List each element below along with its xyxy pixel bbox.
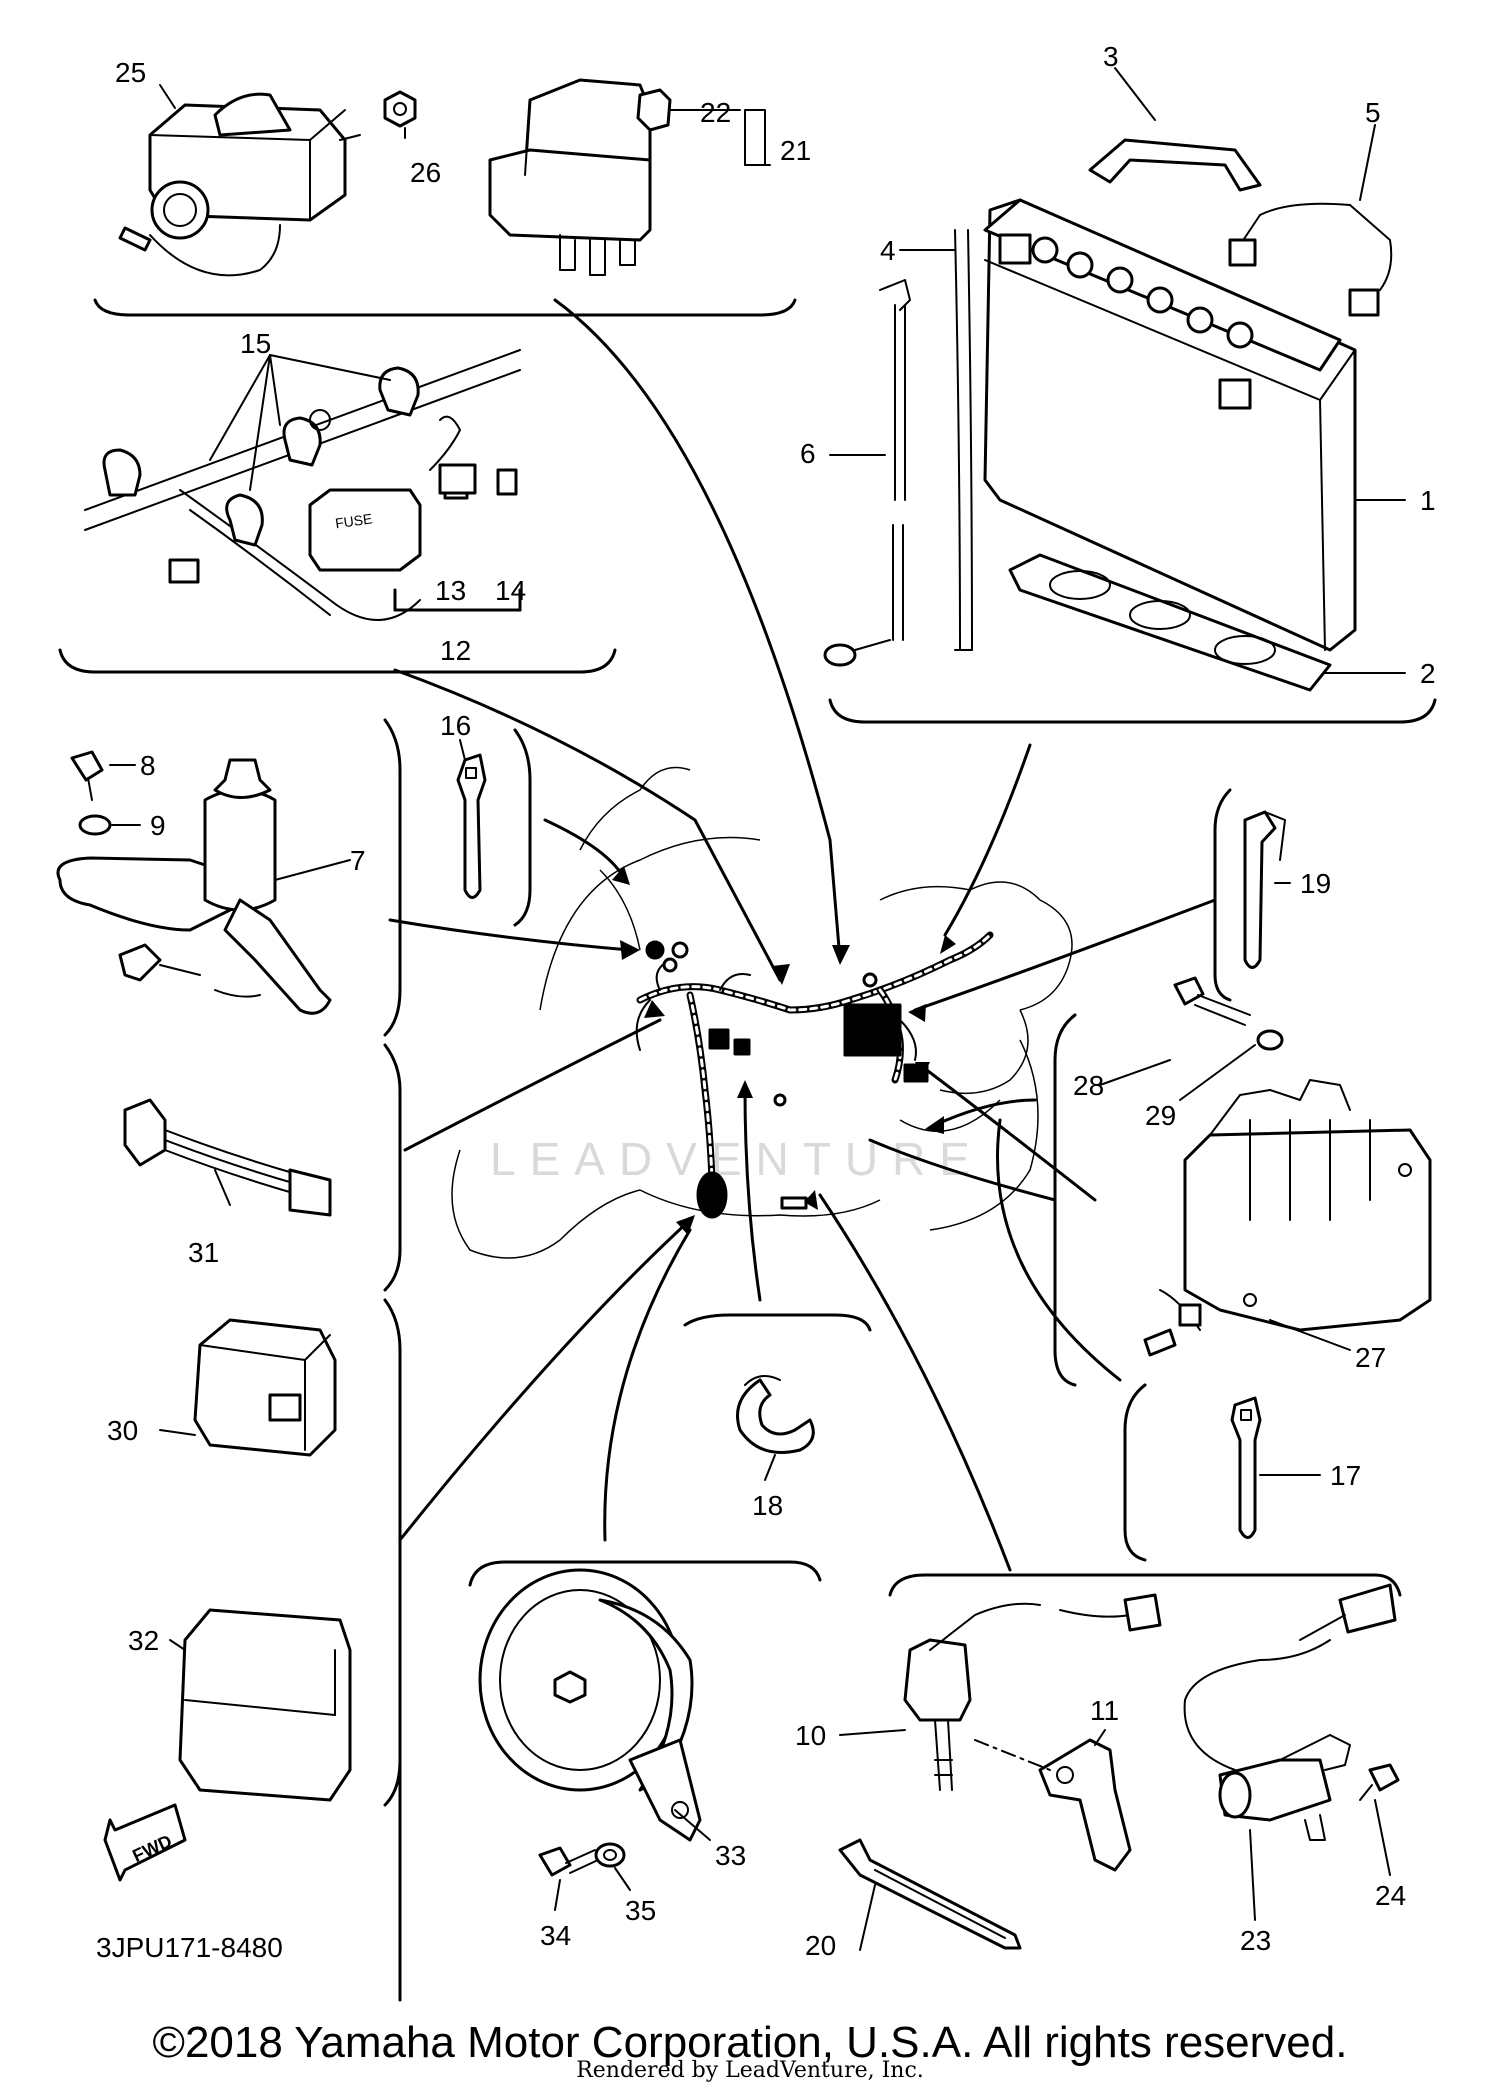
copyright-notice: ©2018 Yamaha Motor Corporation, U.S.A. A… (152, 2018, 1348, 2067)
callout-30: 30 (107, 1415, 138, 1446)
callout-8: 8 (140, 750, 156, 781)
part-27-rectifier-regulator (1143, 1079, 1432, 1357)
callout-31: 31 (188, 1237, 219, 1268)
callout-14: 14 (495, 575, 526, 606)
part-28-bolt (1173, 976, 1251, 1026)
watermark: LEADVENTURE (490, 1133, 984, 1185)
callout-12: 12 (440, 635, 471, 666)
callout-10: 10 (795, 1720, 826, 1751)
part-23-sensor (1183, 1583, 1397, 1841)
callout-18: 18 (752, 1490, 783, 1521)
callout-21: 21 (780, 135, 811, 166)
part-33-horn (478, 1568, 702, 1842)
callout-22: 22 (700, 97, 731, 128)
callout-4: 4 (880, 235, 896, 266)
part-24-screw (1359, 1763, 1400, 1801)
callout-11: 11 (1090, 1695, 1119, 1726)
callout-13: 13 (435, 575, 466, 606)
part-8-bolt (70, 750, 104, 801)
part-17-cable-tie (1230, 1396, 1262, 1539)
part-35-washer (594, 1842, 626, 1868)
callout-27: 27 (1355, 1342, 1386, 1373)
part-31-wire-lead (123, 1098, 332, 1217)
part-22-fuse (636, 88, 672, 132)
part-34-bolt (538, 1846, 599, 1877)
part-21-starter-relay (488, 78, 652, 276)
callout-6: 6 (800, 438, 816, 469)
fuse-box-label: FUSE (334, 510, 373, 531)
part-15-wire-clamps (84, 349, 521, 621)
frame-outline (451, 766, 1073, 1259)
callout-19: 19 (1300, 868, 1331, 899)
callout-20: 20 (805, 1930, 836, 1961)
callout-33: 33 (715, 1840, 746, 1871)
forward-direction-arrow: FWD (103, 1803, 187, 1882)
part-9-washer (78, 814, 112, 836)
callout-7: 7 (350, 845, 366, 876)
part-19-cable-tie (1243, 810, 1286, 969)
callout-9: 9 (150, 810, 166, 841)
callout-35: 35 (625, 1895, 656, 1926)
part-11-bracket (974, 1738, 1132, 1872)
part-4-breather-hose (954, 229, 973, 651)
callout-23: 23 (1240, 1925, 1271, 1956)
callout-26: 26 (410, 157, 441, 188)
callout-25: 25 (115, 57, 146, 88)
callout-16: 16 (440, 710, 471, 741)
callout-3: 3 (1103, 41, 1119, 72)
callout-1: 1 (1420, 485, 1436, 516)
callout-28: 28 (1073, 1070, 1104, 1101)
part-29-washer (1256, 1029, 1284, 1051)
callout-34: 34 (540, 1920, 571, 1951)
part-18-clamp (736, 1375, 815, 1454)
callout-24: 24 (1375, 1880, 1406, 1911)
callout-5: 5 (1365, 97, 1381, 128)
part-3-battery-band (1088, 138, 1262, 192)
callout-29: 29 (1145, 1100, 1176, 1131)
part-16-cable-tie (456, 753, 487, 899)
main-wire-harness (635, 931, 994, 1219)
callout-2: 2 (1420, 658, 1436, 689)
part-26-nut (383, 90, 417, 128)
callout-numbers: 1 2 3 4 5 6 7 8 9 10 11 12 13 14 15 16 1… (107, 41, 1436, 1961)
part-32-control-unit (178, 1608, 352, 1802)
rendered-by-notice: Rendered by LeadVenture, Inc. (576, 2058, 924, 2083)
leader-curves (388, 298, 1217, 1572)
part-2-battery-pad (1008, 553, 1332, 692)
group-frames (58, 298, 1437, 2002)
part-6-ground-lead (823, 279, 911, 667)
part-25-flasher-relay (118, 92, 361, 277)
diagram-code: 3JPU171-8480 (96, 1932, 283, 1963)
part-10-neutral-switch (903, 1593, 1162, 1791)
callout-leaders (109, 67, 1406, 1951)
part-20-cable-tie (838, 1838, 1022, 1950)
callout-17: 17 (1330, 1460, 1361, 1491)
part-1-battery (983, 198, 1357, 652)
callout-32: 32 (128, 1625, 159, 1656)
part-30-relay (193, 1318, 337, 1457)
part-12-fuse-box: FUSE (168, 415, 522, 612)
part-5-battery-lead (1228, 202, 1393, 317)
callout-15: 15 (240, 328, 271, 359)
part-7-main-switch (56, 758, 332, 1015)
